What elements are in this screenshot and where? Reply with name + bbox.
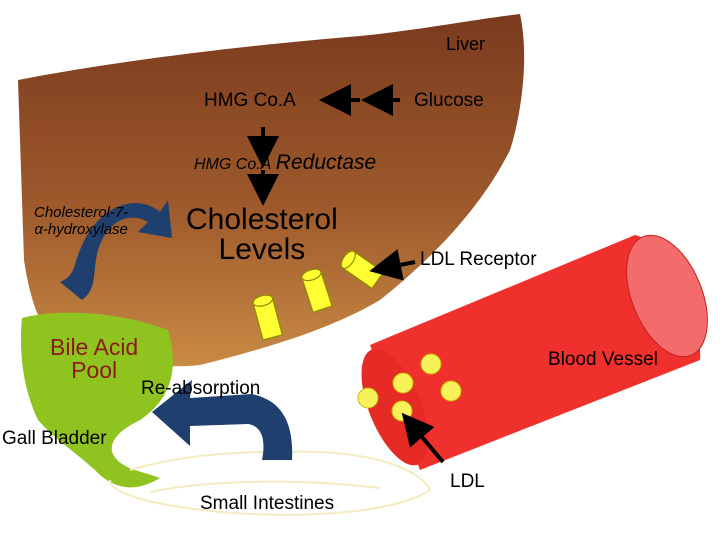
ldl-label: LDL [450, 471, 485, 492]
black-arrows [247, 84, 445, 464]
cholesterol-levels-label: Cholesterol Levels [186, 205, 338, 265]
blood-vessel [370, 235, 701, 470]
enzyme-label-line2: α-hydroxylase [34, 220, 128, 238]
reabsorption-curved-arrow [152, 380, 293, 460]
bile-acid-line2: Pool [71, 357, 118, 383]
enzyme-label: Cholesterol-7- α-hydroxylase [34, 204, 129, 238]
cholesterol-levels-line2: Levels [218, 233, 306, 266]
gall-bladder-shape [20, 312, 173, 488]
bile-acid-line1: Bile Acid [50, 334, 139, 360]
ldl-particle [392, 372, 414, 394]
enzyme-label-line1: Cholesterol-7- [34, 204, 129, 221]
ldl-particle [391, 400, 413, 422]
gall-bladder-label: Gall Bladder [2, 428, 107, 449]
reabsorption-label: Re-absorption [141, 378, 261, 399]
enzyme-curved-arrow [60, 200, 172, 300]
cholesterol-cylinders [252, 250, 385, 341]
hmg-coa-label: HMG Co.A [204, 90, 296, 111]
hmg-coa-reductase-word: Reductase [275, 151, 377, 174]
small-intestines-label: Small Intestines [200, 493, 335, 514]
arrow-ldl [401, 412, 445, 464]
ldl-particle [420, 353, 442, 375]
ldl-receptor-label: LDL Receptor [420, 249, 537, 270]
bile-acid-pool-label: Bile Acid Pool [50, 336, 138, 382]
blood-vessel-right-end [626, 234, 708, 358]
ldl-particle [357, 387, 379, 409]
glucose-label: Glucose [414, 90, 484, 111]
arrow-ldl-receptor [369, 249, 416, 281]
liver-label: Liver [446, 34, 486, 54]
hmg-coa-reductase-label: HMG Co.A Reductase [194, 151, 376, 174]
ldl-particles [357, 353, 462, 422]
small-intestine-outline-2 [149, 480, 381, 493]
small-intestine-outline [109, 450, 432, 516]
hmg-coa-reductase-prefix: HMG Co.A [194, 156, 272, 173]
blood-vessel-label: Blood Vessel [548, 349, 658, 370]
ldl-particle [440, 380, 462, 402]
cholesterol-levels-line1: Cholesterol [186, 203, 338, 236]
